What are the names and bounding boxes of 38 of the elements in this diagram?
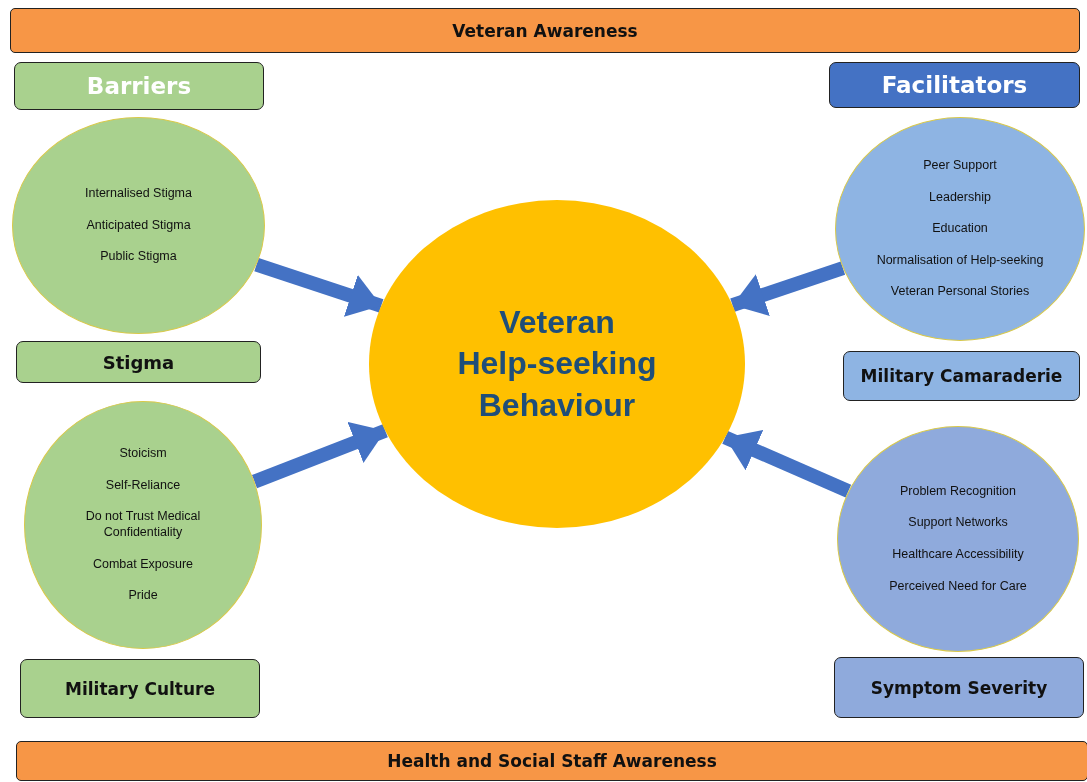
block-arrow [730, 261, 846, 316]
category-label: Military Camaraderie [860, 366, 1063, 386]
factor-text: Do not Trust Medical Confidentiality [84, 509, 202, 541]
band-label: Health and Social Staff Awareness [387, 751, 717, 771]
block-arrow [722, 430, 852, 498]
factor-text: Combat Exposure [92, 556, 194, 573]
factor-text: Self-Reliance [105, 477, 181, 494]
factor-text: Healthcare Accessibility [892, 547, 1024, 563]
block-arrow [251, 421, 388, 489]
factor-text: Public Stigma [100, 249, 177, 265]
category-box [16, 341, 261, 383]
category-box [829, 62, 1080, 108]
category-label: Symptom Severity [870, 677, 1048, 698]
factor-text: Education [932, 221, 988, 237]
category-box [843, 351, 1080, 401]
outcome-label: Veteran Help-seeking Behaviour [457, 302, 657, 425]
category-box [14, 62, 264, 110]
factor-text: Stoicism [119, 446, 167, 462]
category-box [20, 659, 260, 718]
band-label: Veteran Awareness [452, 20, 638, 41]
awareness-band [16, 741, 1087, 781]
factor-text: Normalisation of Help-seeking [876, 252, 1044, 269]
factor-text: Perceived Need for Care [889, 578, 1027, 595]
category-label: Barriers [86, 73, 192, 99]
category-label: Stigma [102, 351, 175, 373]
factor-text: Support Networks [908, 515, 1008, 531]
factor-text: Anticipated Stigma [86, 217, 191, 234]
factor-text: Problem Recognition [899, 483, 1016, 500]
category-label: Facilitators [881, 72, 1028, 98]
factor-text: Veteran Personal Stories [890, 284, 1030, 301]
awareness-band [10, 8, 1080, 53]
category-box [834, 657, 1084, 718]
factor-text: Leadership [929, 189, 991, 206]
block-arrow [254, 257, 384, 317]
factor-text: Internalised Stigma [85, 186, 192, 202]
factor-text: Pride [128, 588, 158, 604]
factor-text: Peer Support [923, 157, 997, 174]
category-label: Military Culture [65, 678, 215, 699]
